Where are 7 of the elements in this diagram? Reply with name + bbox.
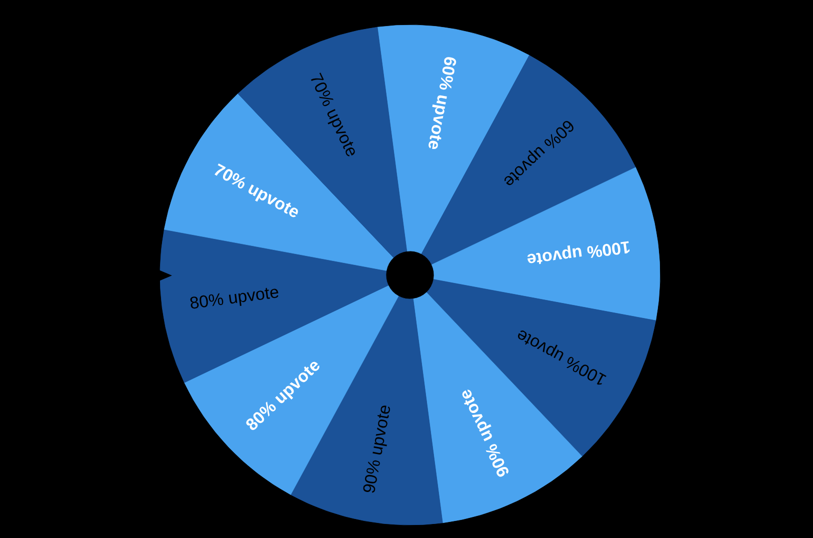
segment-label: 100% upvote xyxy=(526,237,632,270)
segment-label: 70% upvote xyxy=(306,70,362,160)
wheel-segment xyxy=(421,55,636,265)
segment-label: 60% upvote xyxy=(424,55,460,152)
wheel-segment xyxy=(184,285,399,495)
segment-label: 90% upvote xyxy=(360,403,395,495)
segment-label: 80% upvote xyxy=(188,282,280,313)
